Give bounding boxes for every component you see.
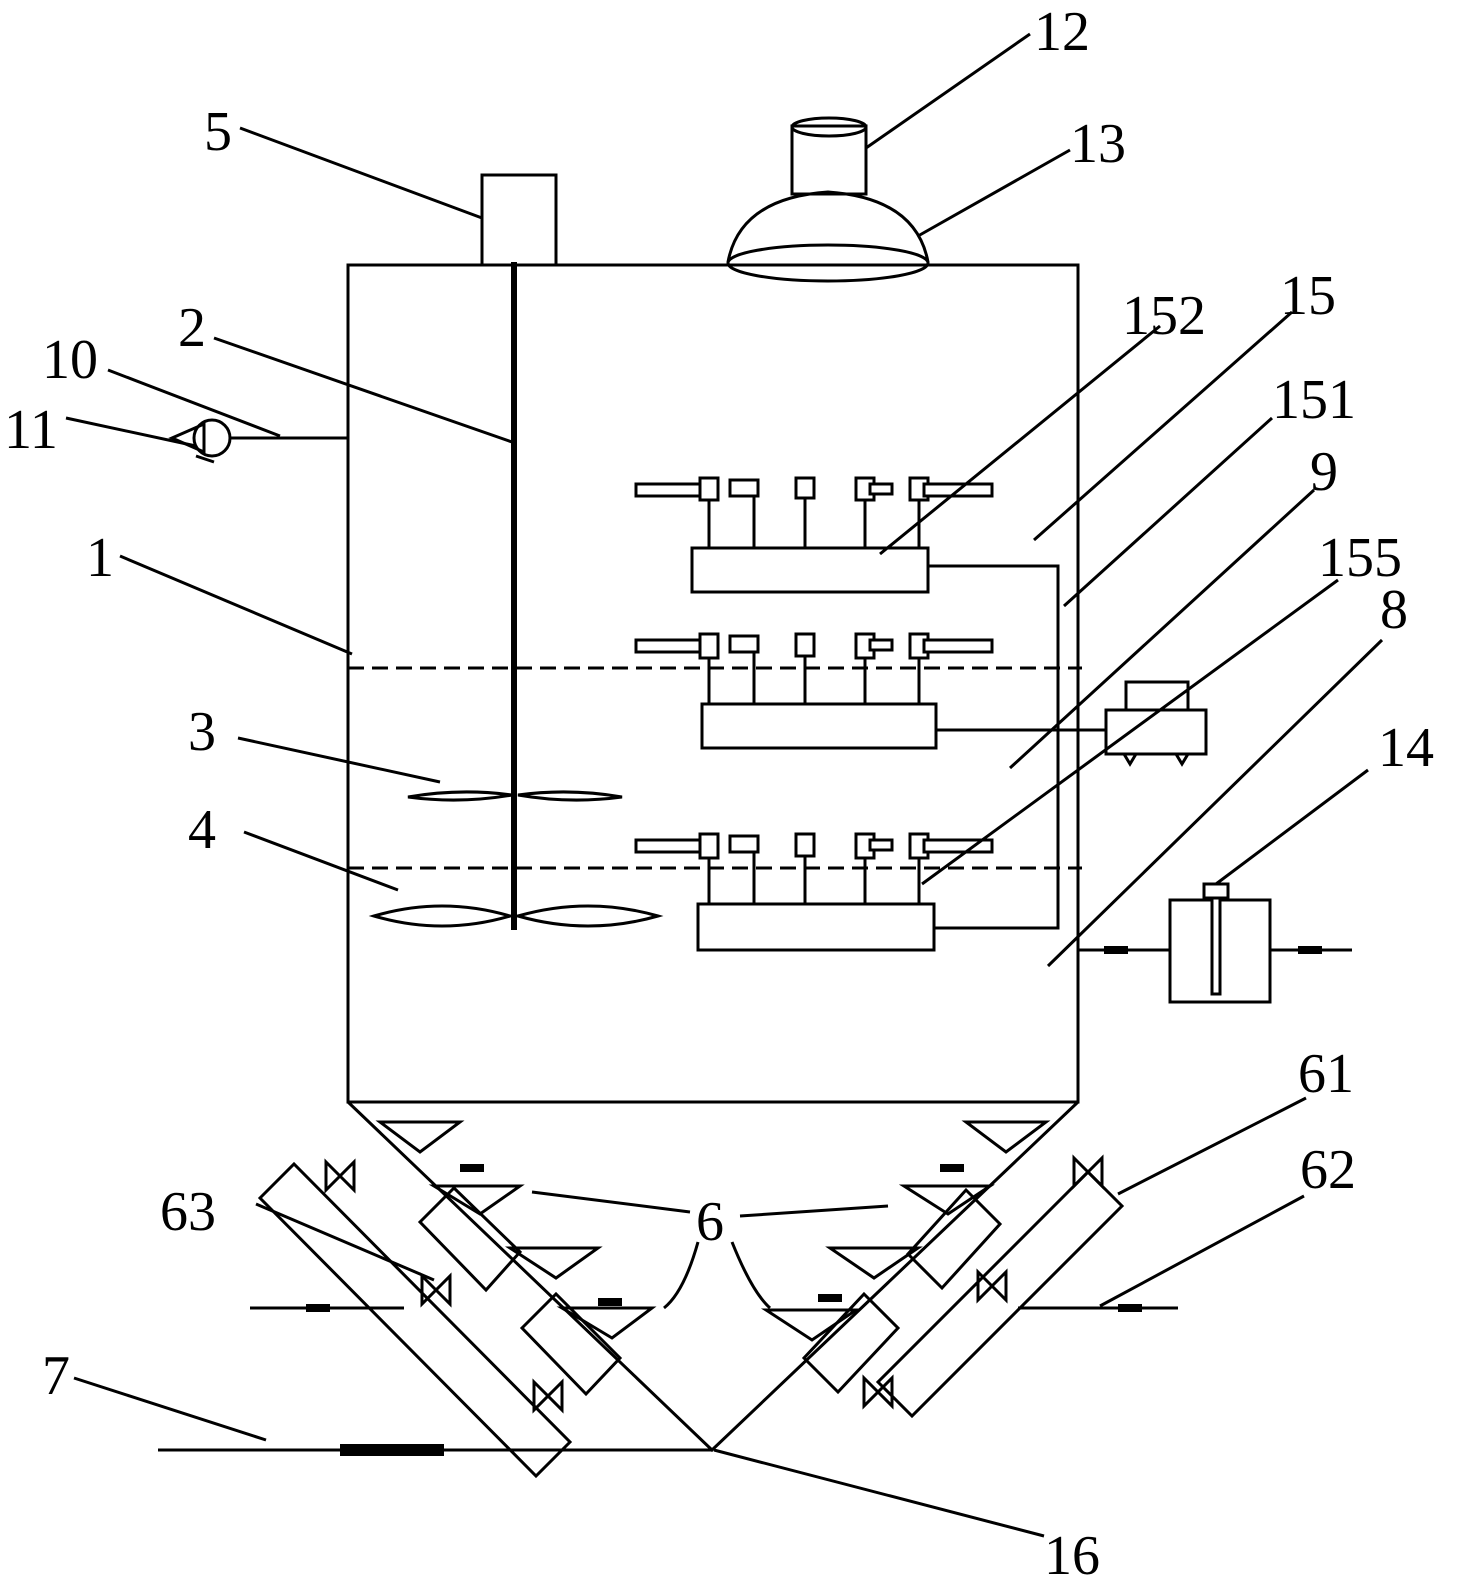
label-3: 3: [188, 701, 216, 763]
heater-connecting-line: [928, 564, 1108, 930]
heater-tier-1: [634, 476, 994, 594]
right-inflow-pipe: [1018, 1304, 1178, 1312]
callout-labels: 5 12 13 2 10 11 1 3 4 152 15 151 9 155 8…: [4, 1, 1434, 1583]
label-11: 11: [4, 399, 58, 461]
label-151: 151: [1272, 369, 1356, 431]
label-14: 14: [1378, 717, 1434, 779]
label-62: 62: [1300, 1139, 1356, 1201]
left-inflow-pipe: [250, 1304, 404, 1312]
label-8: 8: [1380, 579, 1408, 641]
label-6: 6: [696, 1191, 724, 1253]
sensor-box: [1078, 882, 1352, 1004]
label-10: 10: [42, 329, 98, 391]
controller-box: [1104, 680, 1208, 767]
label-13: 13: [1070, 113, 1126, 175]
outlet-pipe: [158, 1444, 712, 1456]
heater-tier-2: [634, 632, 994, 750]
right-discharge-duct: [760, 1120, 1125, 1419]
label-155: 155: [1318, 527, 1402, 589]
label-2: 2: [178, 297, 206, 359]
exhaust-hood: [726, 190, 930, 283]
label-9: 9: [1310, 441, 1338, 503]
label-5: 5: [204, 101, 232, 163]
pump-icon: [168, 418, 232, 464]
lower-impeller: [368, 904, 664, 928]
stirrer-motor: [480, 173, 558, 267]
heating-module: [634, 476, 1208, 952]
left-discharge-duct: [257, 1120, 657, 1479]
upper-impeller: [407, 790, 623, 802]
label-7: 7: [42, 1345, 70, 1407]
label-152: 152: [1122, 285, 1206, 347]
heater-tier-3: [634, 832, 994, 952]
label-4: 4: [188, 799, 216, 861]
tank-body: [346, 263, 1082, 1104]
leader-lines: [65, 32, 1384, 1538]
label-15: 15: [1280, 265, 1336, 327]
label-16: 16: [1044, 1525, 1100, 1583]
exhaust-pipe: [790, 116, 868, 196]
label-61: 61: [1298, 1043, 1354, 1105]
label-1: 1: [86, 527, 114, 589]
label-12: 12: [1034, 1, 1090, 63]
label-63: 63: [160, 1181, 216, 1243]
